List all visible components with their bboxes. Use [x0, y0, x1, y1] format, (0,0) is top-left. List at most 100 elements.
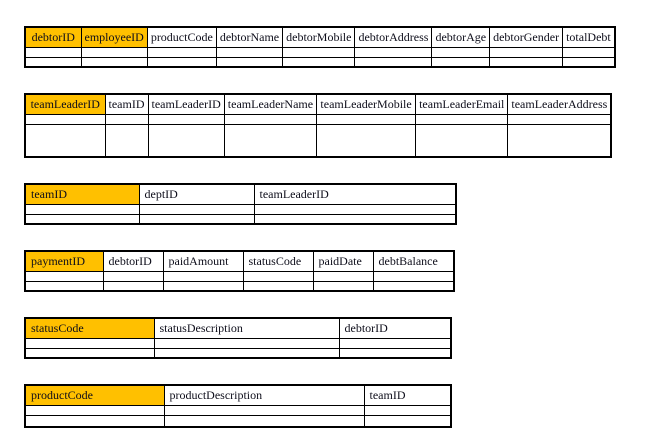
empty-cell — [102, 280, 164, 292]
empty-cell — [163, 404, 365, 416]
product-table-empty-row — [24, 404, 452, 416]
empty-cell — [363, 404, 452, 416]
empty-cell — [24, 213, 140, 225]
payment-table-column-header-debtBalance: debtBalance — [372, 250, 455, 272]
team-table-column-header-teamLeaderID: teamLeaderID — [253, 183, 457, 205]
team-table-column-header-deptID: deptID — [138, 183, 255, 205]
empty-cell — [415, 113, 509, 125]
empty-cell — [24, 404, 165, 416]
empty-cell — [24, 337, 155, 349]
empty-cell — [24, 113, 106, 125]
team-leader-table-empty-row — [24, 113, 612, 125]
status-table-empty-row — [24, 347, 452, 359]
empty-cell — [104, 123, 149, 158]
payment-table-column-header-paidDate: paidDate — [312, 250, 374, 272]
debtor-table-column-header-debtorMobile: debtorMobile — [282, 26, 356, 48]
empty-cell — [489, 56, 564, 68]
empty-cell — [431, 56, 491, 68]
empty-cell — [507, 113, 612, 125]
team-leader-table-column-header-teamID: teamID — [104, 93, 149, 115]
empty-cell — [24, 280, 104, 292]
payment-table-column-header-statusCode: statusCode — [242, 250, 314, 272]
empty-cell — [338, 337, 452, 349]
empty-cell — [215, 56, 284, 68]
empty-cell — [24, 414, 165, 428]
team-leader-table-column-header-teamLeaderMobile: teamLeaderMobile — [316, 93, 417, 115]
team-table-empty-row — [24, 213, 457, 225]
empty-cell — [24, 270, 104, 282]
empty-cell — [223, 113, 318, 125]
empty-cell — [215, 46, 284, 58]
debtor-table-column-header-totalDebt: totalDebt — [562, 26, 616, 48]
team-leader-table-column-header-teamLeaderID: teamLeaderID — [24, 93, 106, 115]
empty-cell — [162, 280, 244, 292]
empty-cell — [24, 56, 82, 68]
empty-cell — [372, 270, 455, 282]
empty-cell — [282, 46, 356, 58]
payment-table-empty-row — [24, 280, 455, 292]
empty-cell — [354, 46, 433, 58]
empty-cell — [253, 213, 457, 225]
debtor-table-column-header-debtorID: debtorID — [24, 26, 82, 48]
payment-table-column-header-paymentID: paymentID — [24, 250, 104, 272]
team-leader-table-column-header-teamLeaderID: teamLeaderID — [147, 93, 225, 115]
status-table-column-header-statusCode: statusCode — [24, 317, 155, 339]
debtor-table-column-header-debtorAddress: debtorAddress — [354, 26, 433, 48]
product-table-column-header-productDescription: productDescription — [163, 384, 365, 406]
empty-cell — [102, 270, 164, 282]
empty-cell — [147, 113, 225, 125]
payment-table-empty-row — [24, 270, 455, 282]
empty-cell — [507, 123, 612, 158]
empty-cell — [146, 56, 217, 68]
empty-cell — [316, 123, 417, 158]
empty-cell — [104, 113, 149, 125]
debtor-table-column-header-debtorAge: debtorAge — [431, 26, 491, 48]
debtor-table-column-header-employeeID: employeeID — [80, 26, 148, 48]
empty-cell — [24, 203, 140, 215]
empty-cell — [363, 414, 452, 428]
empty-cell — [146, 46, 217, 58]
empty-cell — [242, 270, 314, 282]
empty-cell — [431, 46, 491, 58]
status-table-column-header-statusDescription: statusDescription — [153, 317, 340, 339]
empty-cell — [489, 46, 564, 58]
debtor-table-empty-row — [24, 46, 616, 58]
empty-cell — [316, 113, 417, 125]
payment-table-column-header-debtorID: debtorID — [102, 250, 164, 272]
empty-cell — [138, 203, 255, 215]
empty-cell — [562, 46, 616, 58]
empty-cell — [80, 56, 148, 68]
empty-cell — [338, 347, 452, 359]
debtor-table-column-header-productCode: productCode — [146, 26, 217, 48]
empty-cell — [153, 347, 340, 359]
team-leader-table-column-header-teamLeaderAddress: teamLeaderAddress — [507, 93, 612, 115]
debtor-table-column-header-debtorGender: debtorGender — [489, 26, 564, 48]
empty-cell — [282, 56, 356, 68]
empty-cell — [562, 56, 616, 68]
status-table-column-header-debtorID: debtorID — [338, 317, 452, 339]
product-table-column-header-teamID: teamID — [363, 384, 452, 406]
empty-cell — [162, 270, 244, 282]
product-table-column-header-productCode: productCode — [24, 384, 165, 406]
team-leader-table-empty-row — [24, 123, 612, 158]
empty-cell — [415, 123, 509, 158]
empty-cell — [138, 213, 255, 225]
team-leader-table-column-header-teamLeaderEmail: teamLeaderEmail — [415, 93, 509, 115]
payment-table-column-header-paidAmount: paidAmount — [162, 250, 244, 272]
team-table-empty-row — [24, 203, 457, 215]
empty-cell — [372, 280, 455, 292]
debtor-table-empty-row — [24, 56, 616, 68]
